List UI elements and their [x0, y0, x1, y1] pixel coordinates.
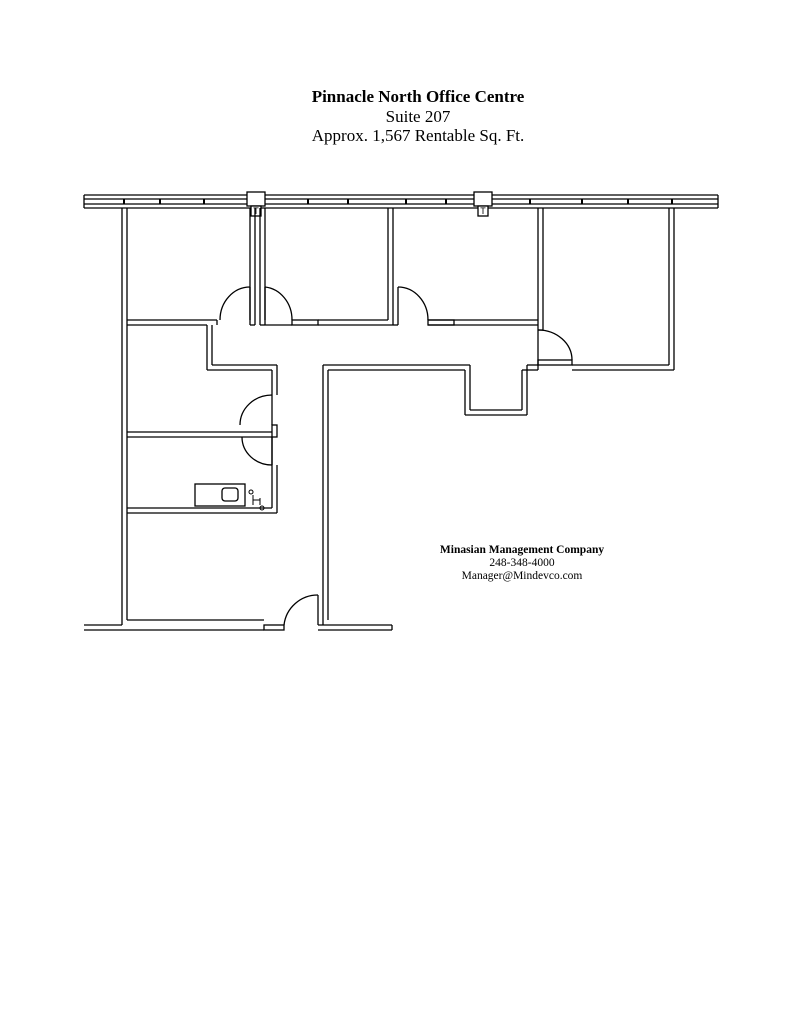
middle-office-door — [397, 286, 429, 325]
center-office-wall — [259, 208, 394, 326]
right-office-door — [537, 329, 573, 361]
center-office-door — [264, 286, 293, 321]
right-office-wall — [537, 208, 675, 371]
left-middle-office-door — [239, 394, 273, 426]
bottom-wall — [84, 619, 393, 631]
rentable-area: Approx. 1,567 Rentable Sq. Ft. — [311, 126, 525, 145]
management-contact: Minasian Management Company 248-348-4000… — [422, 544, 622, 583]
structural-column-1 — [246, 191, 266, 217]
left-top-office-door — [219, 286, 251, 321]
kitchenette-door — [241, 436, 273, 466]
company-email: Manager@Mindevco.com — [461, 570, 583, 582]
title-block: Pinnacle North Office Centre Suite 207 A… — [0, 86, 799, 145]
open-office-wall — [322, 364, 470, 625]
reception-bump — [464, 364, 538, 416]
company-phone: 248-348-4000 — [489, 557, 555, 569]
left-wall — [121, 208, 128, 625]
entry-door — [283, 594, 319, 626]
left-top-office-wall — [127, 208, 277, 371]
company-name: Minasian Management Company — [439, 544, 605, 556]
middle-office-wall — [393, 319, 538, 326]
structural-column-2 — [473, 191, 493, 217]
exterior-wall — [83, 194, 719, 209]
sink-fixture — [248, 489, 265, 511]
building-name: Pinnacle North Office Centre — [311, 87, 525, 106]
column-mark-2: T — [480, 206, 486, 216]
column-mark-1: T — [253, 206, 259, 216]
window-mullions — [123, 199, 673, 204]
left-middle-wall — [127, 365, 278, 465]
kitchenette-wall — [127, 465, 278, 514]
suite-number: Suite 207 — [385, 107, 451, 126]
kitchen-counter — [194, 483, 246, 507]
